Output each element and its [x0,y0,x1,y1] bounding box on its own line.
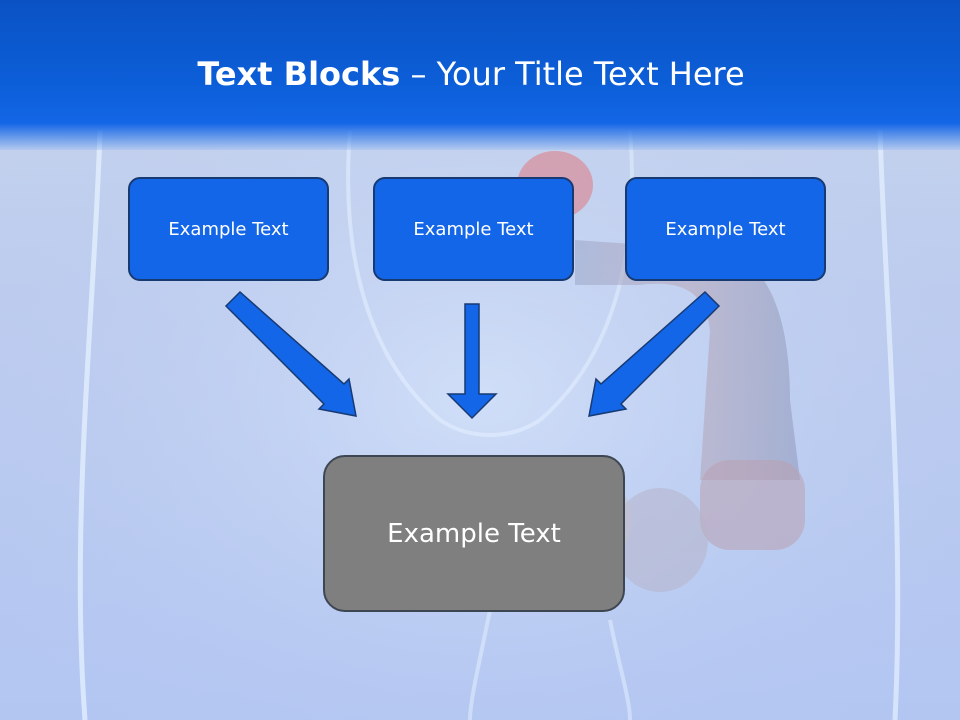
arrow-left-icon [224,290,357,417]
slide-title-bold: Text Blocks [197,55,401,93]
text-block-center: Example Text [373,177,574,281]
arrow-center-icon [446,303,498,420]
text-block-right: Example Text [625,177,826,281]
slide-title: Text Blocks – Your Title Text Here [0,52,942,96]
text-block-left-label: Example Text [168,218,289,240]
text-block-bottom: Example Text [323,455,625,612]
slide-title-rest: – Your Title Text Here [400,55,745,93]
text-block-left: Example Text [128,177,329,281]
text-block-center-label: Example Text [413,218,534,240]
text-block-right-label: Example Text [665,218,786,240]
text-block-bottom-label: Example Text [387,518,561,549]
header-band [0,0,960,150]
arrow-right-icon [588,290,721,417]
